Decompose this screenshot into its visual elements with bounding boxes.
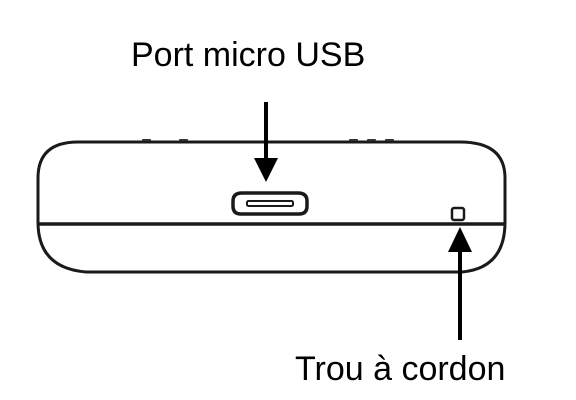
lanyard-hole-arrow — [448, 227, 472, 340]
usb-port-label: Port micro USB — [131, 36, 366, 74]
lanyard-hole-label: Trou à cordon — [295, 350, 506, 388]
lanyard-hole-icon — [450, 206, 466, 222]
usb-port-arrow — [254, 102, 278, 182]
micro-usb-port-icon — [231, 191, 309, 216]
